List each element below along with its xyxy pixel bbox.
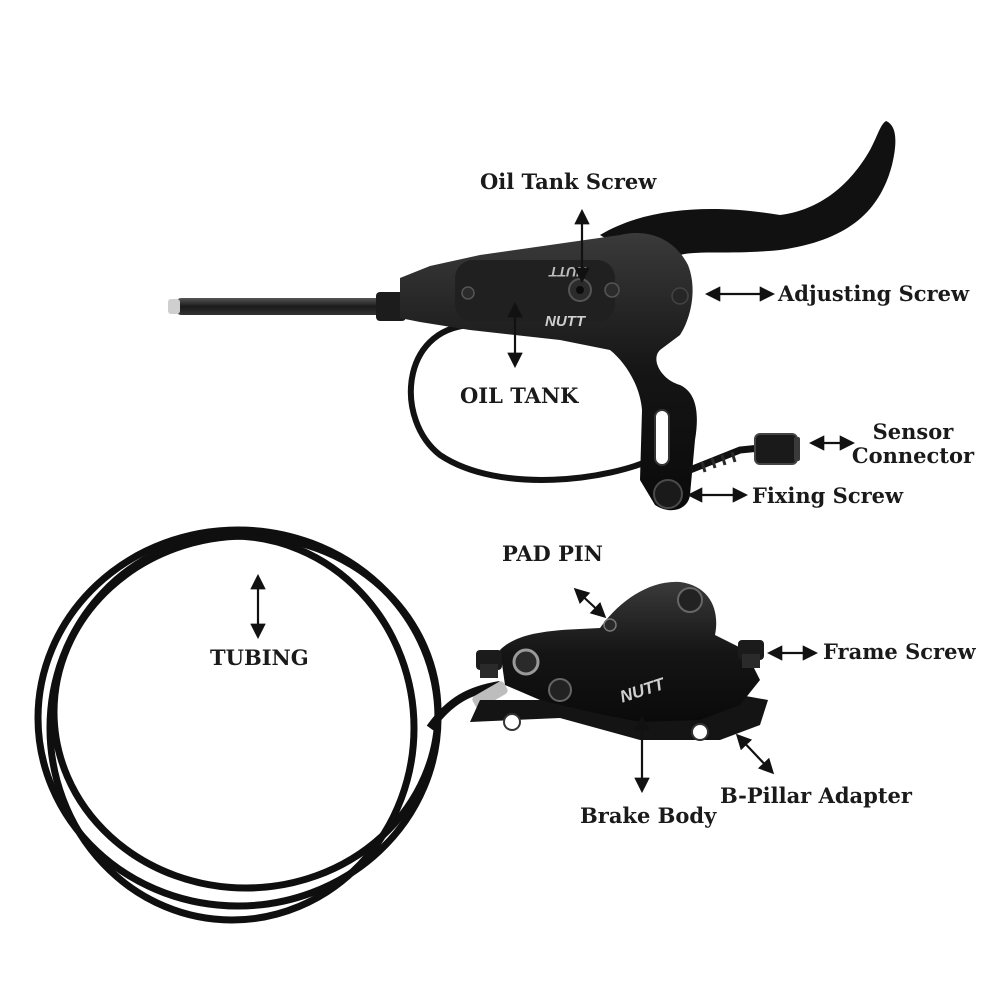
sensor-cable (407, 322, 657, 483)
label-oil-tank: OIL TANK (460, 383, 579, 408)
label-oil-tank-screw: Oil Tank Screw (480, 169, 657, 194)
label-brake-body: Brake Body (580, 803, 717, 828)
fixing-screw (653, 479, 683, 509)
frame-screw (738, 640, 764, 668)
label-tubing: TUBING (210, 645, 309, 670)
brake-caliper: NUTT (470, 581, 768, 741)
arrow-pad-pin (573, 587, 607, 619)
label-pad-pin: PAD PIN (502, 541, 603, 566)
label-b-pillar-adapter: B-Pillar Adapter (720, 783, 912, 808)
label-fixing-screw: Fixing Screw (752, 483, 904, 508)
sensor-connector (754, 433, 798, 465)
handlebar-rod (176, 298, 381, 315)
label-sensor-connector-line2: Connector (851, 443, 975, 469)
label-frame-screw: Frame Screw (823, 639, 976, 664)
label-adjusting-screw: Adjusting Screw (778, 281, 970, 306)
lever-logo-top: NUTT (548, 264, 587, 280)
callout-arrows (250, 208, 856, 794)
arrow-b-pillar-adapter (735, 733, 775, 775)
lever-logo-bottom: NUTT (545, 313, 587, 330)
tubing-coil (34, 526, 501, 924)
adjusting-screw (671, 287, 689, 305)
lever-blade (600, 121, 896, 265)
label-sensor-connector: Sensor Connector (848, 419, 978, 469)
label-sensor-connector-line1: Sensor (872, 419, 954, 444)
